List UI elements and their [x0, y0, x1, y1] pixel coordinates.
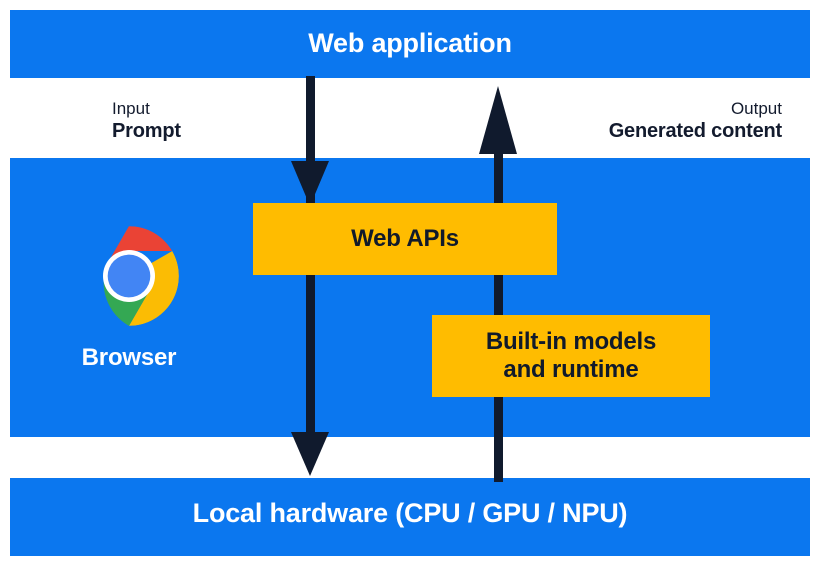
local-hardware-label: Local hardware (CPU / GPU / NPU) — [192, 498, 628, 528]
web-application-label: Web application — [308, 28, 512, 58]
flow-label-output: Output Generated content — [608, 99, 783, 144]
browser-group: Browser — [64, 224, 194, 372]
input-value-label: Prompt — [112, 120, 181, 143]
chrome-logo-icon — [103, 226, 179, 326]
layer-web-application — [10, 10, 810, 78]
input-kind-label: Input — [112, 99, 150, 118]
output-kind-label: Output — [730, 99, 782, 118]
layer-local-hardware — [10, 478, 810, 556]
builtin-models-label: Built-in models and runtime — [485, 327, 657, 383]
box-web-apis: Web APIs — [253, 203, 557, 275]
web-apis-label: Web APIs — [351, 224, 459, 252]
browser-label: Browser — [81, 344, 177, 371]
output-value-label: Generated content — [608, 120, 783, 143]
flow-label-input: Input Prompt — [112, 99, 181, 144]
box-builtin-models: Built-in models and runtime — [432, 315, 710, 397]
